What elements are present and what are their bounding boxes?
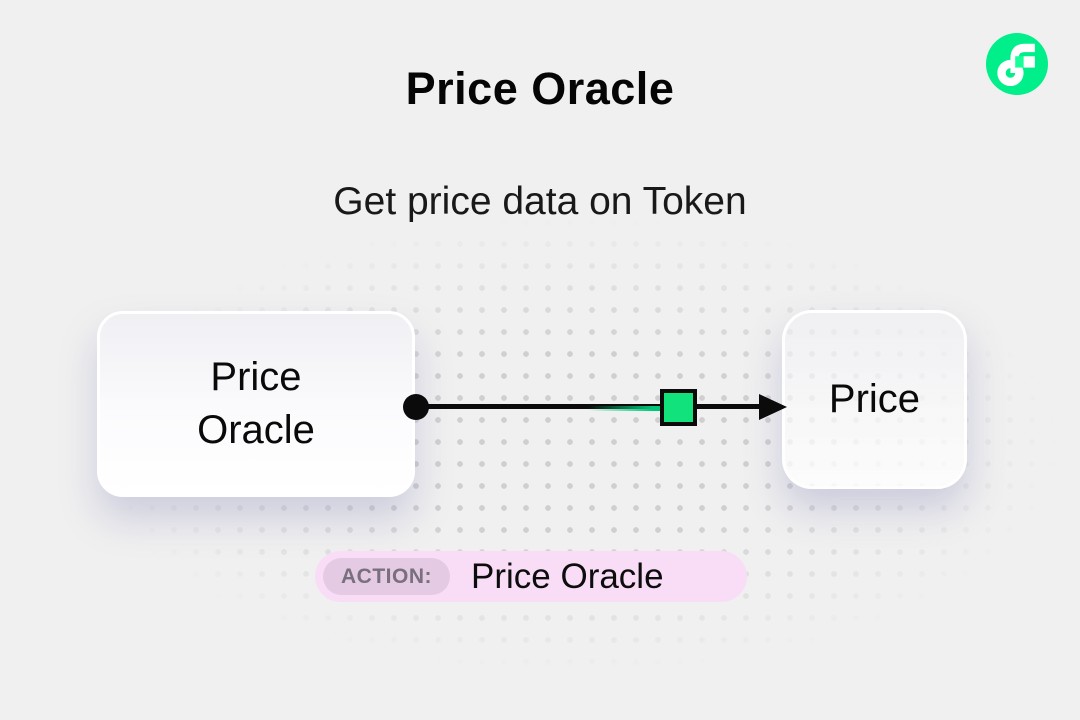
target-node-label: Price (828, 377, 921, 422)
edge-green-connector (588, 406, 660, 411)
target-node[interactable]: Price (782, 310, 967, 489)
action-pill: ACTION: Price Oracle (315, 551, 747, 602)
action-badge: ACTION: (323, 558, 450, 595)
source-node[interactable]: Price Oracle (97, 311, 415, 497)
action-label: Price Oracle (471, 556, 664, 596)
source-node-label: Price Oracle (197, 355, 315, 452)
page-subtitle: Get price data on Token (333, 180, 747, 223)
flow-logo-icon (986, 33, 1048, 95)
flow-logo[interactable] (986, 33, 1048, 95)
edge-start-dot (403, 394, 429, 420)
page-title: Price Oracle (405, 63, 675, 114)
edge-arrowhead-icon (759, 394, 787, 420)
edge-marker-square (660, 389, 697, 426)
